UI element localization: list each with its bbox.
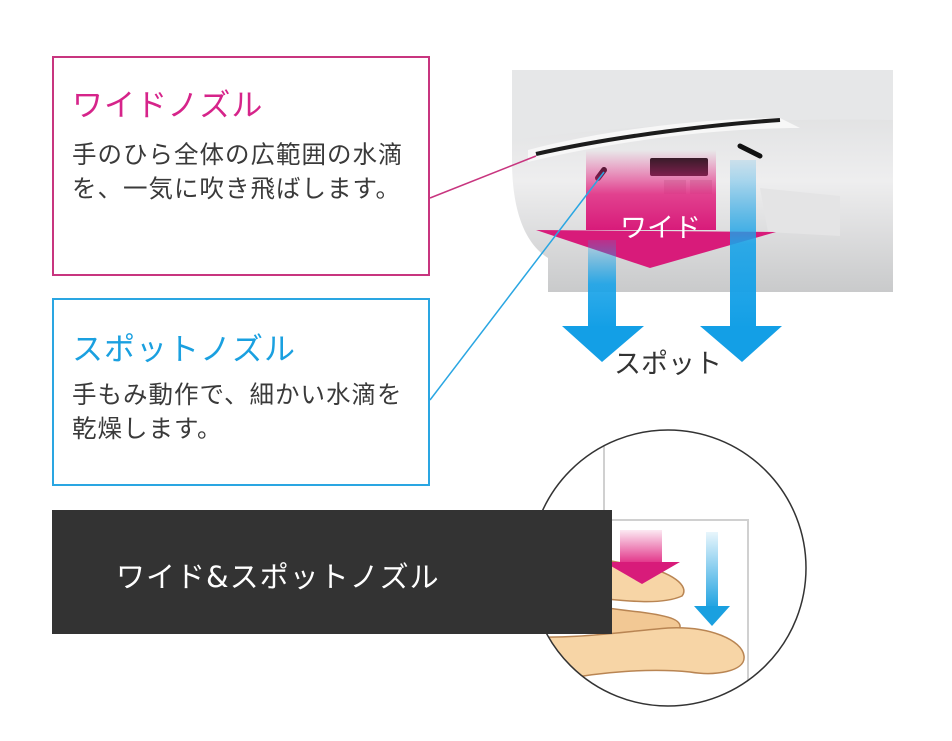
- spot-nozzle-callout: スポットノズル 手もみ動作で、細かい水滴を乾燥します。: [52, 298, 430, 486]
- spot-nozzle-description: 手もみ動作で、細かい水滴を乾燥します。: [72, 380, 403, 443]
- wide-nozzle-callout: ワイドノズル 手のひら全体の広範囲の水滴を、一気に吹き飛ばします。: [52, 56, 430, 276]
- wide-nozzle-title: ワイドノズル: [72, 88, 264, 124]
- spot-nozzle-title: スポットノズル: [72, 332, 296, 368]
- banner-label: ワイド&スポットノズル: [116, 560, 440, 594]
- wide-connector-line: [429, 155, 537, 199]
- spot-arrow-label: スポット: [614, 349, 722, 380]
- feature-banner: ワイド&スポットノズル: [52, 510, 612, 634]
- wide-arrow-label: ワイド: [620, 213, 701, 244]
- spot-arrow-left: [562, 240, 644, 362]
- spot-arrow-right: [700, 160, 782, 362]
- wide-nozzle-description: 手のひら全体の広範囲の水滴を、一気に吹き飛ばします。: [72, 140, 404, 203]
- wide-arrow: [536, 150, 776, 268]
- spot-connector-line: [429, 171, 605, 401]
